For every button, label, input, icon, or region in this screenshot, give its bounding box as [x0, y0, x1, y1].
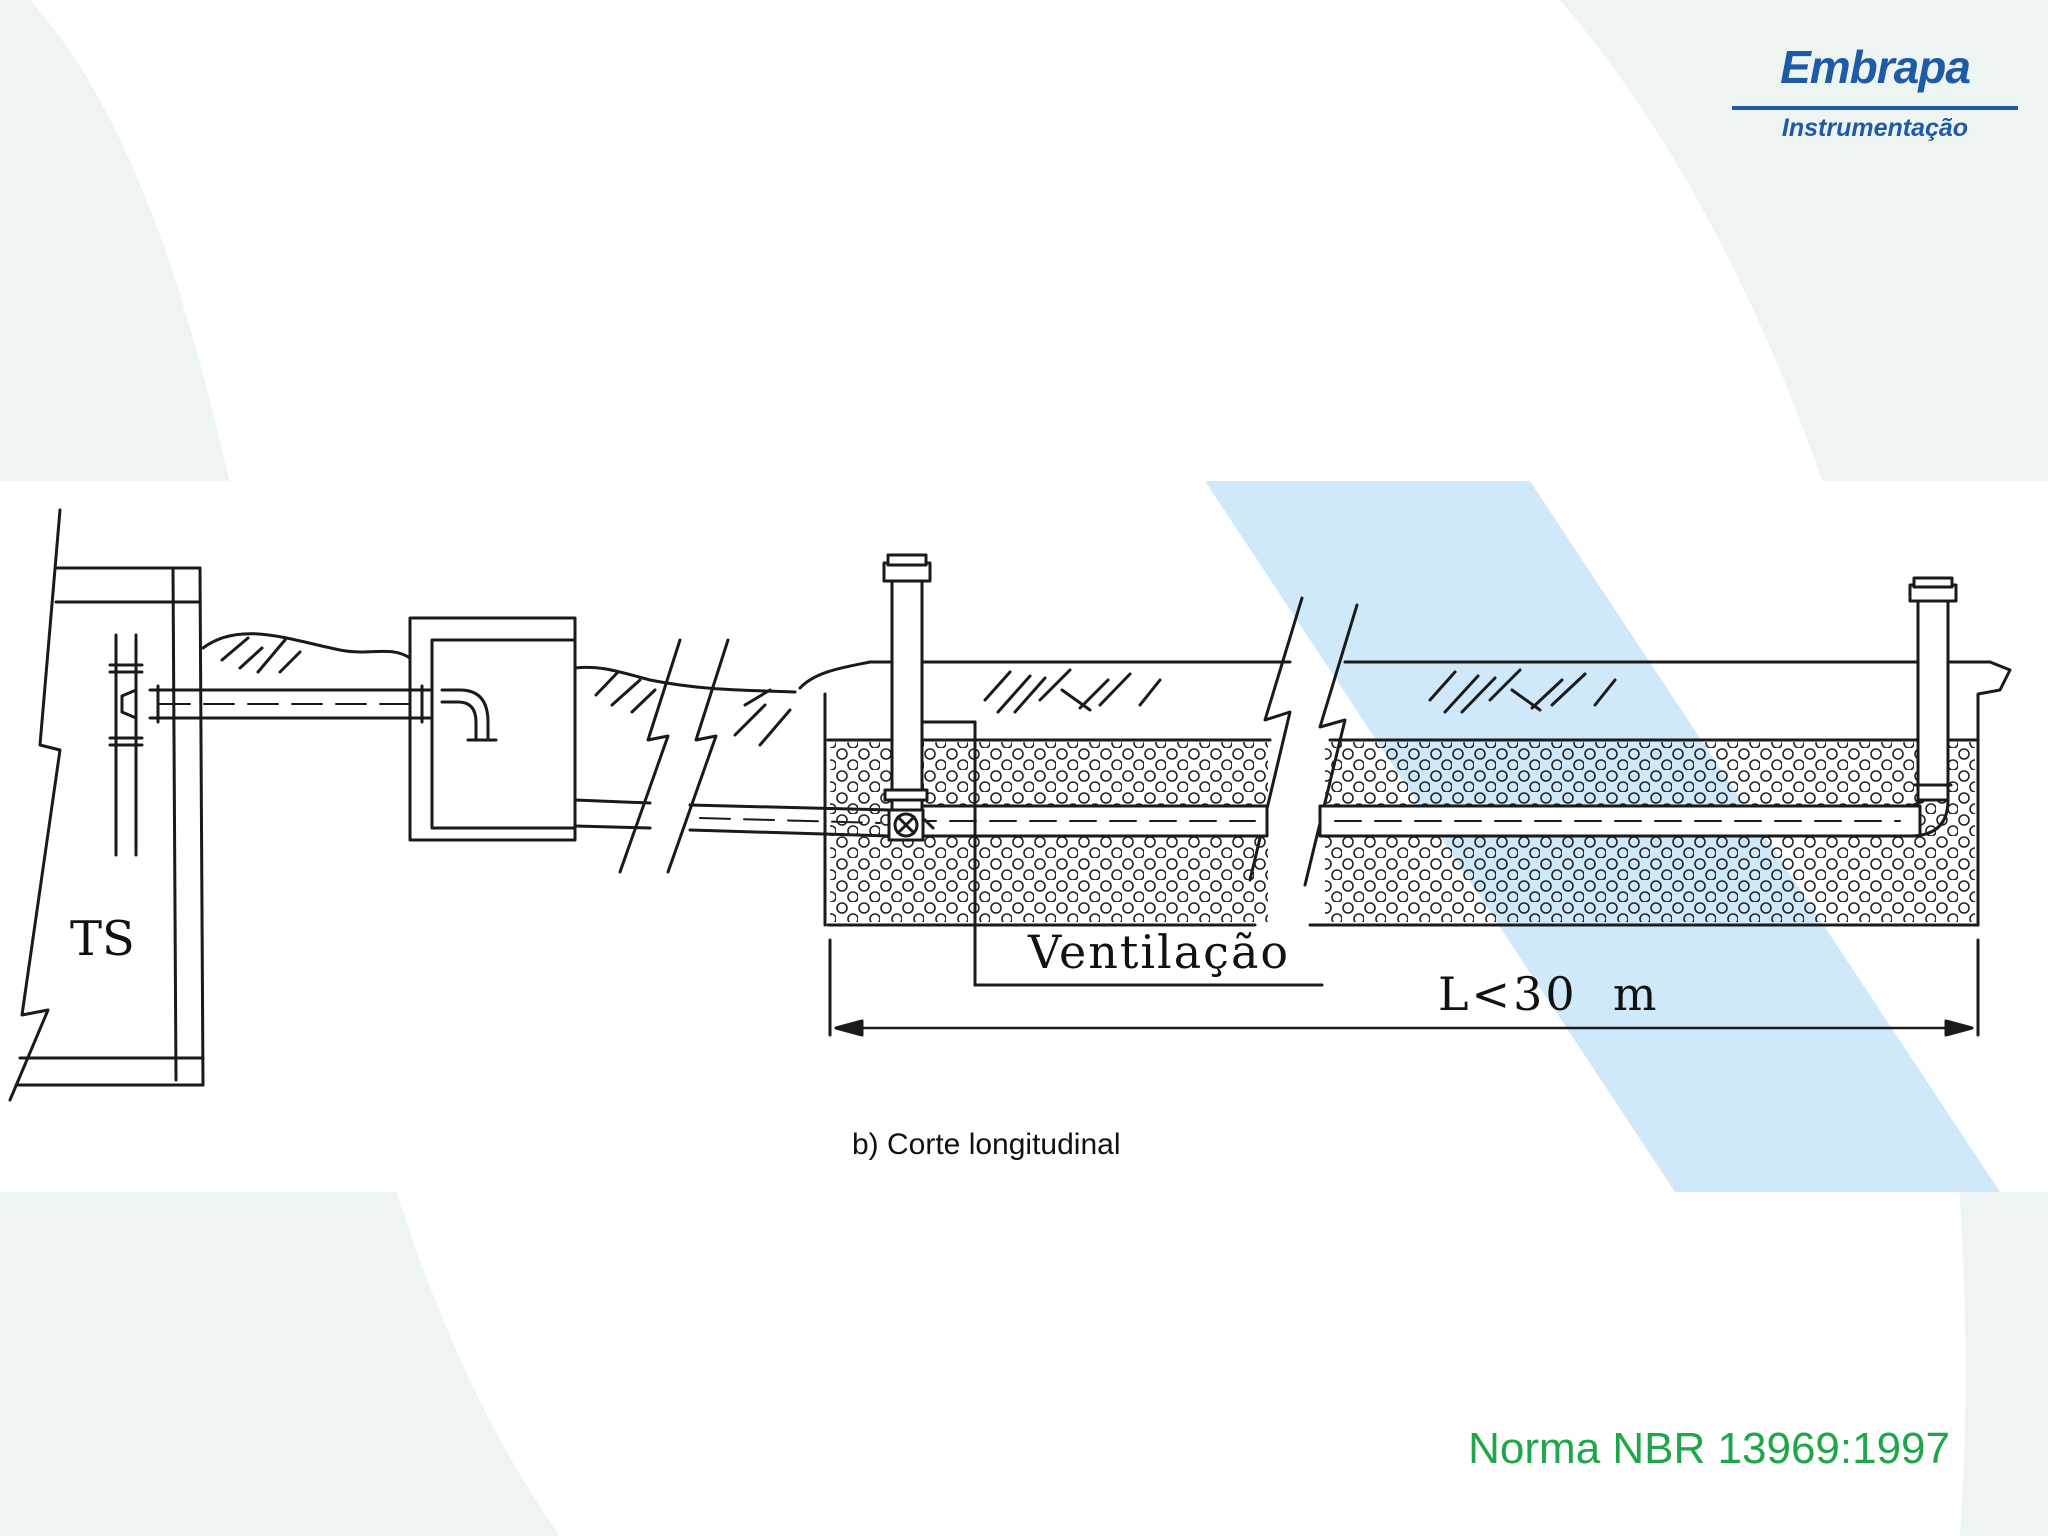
embrapa-logo: Embrapa Instrumentação: [1730, 40, 2020, 150]
vent-pipe-left: [882, 553, 935, 842]
infiltration-trench: [798, 660, 2012, 927]
perforated-pipe: [893, 773, 1950, 838]
longitudinal-section-diagram: TS Ventilação L<30 m: [8, 508, 2012, 1102]
logo-rule: [1732, 106, 2018, 110]
outlet-pipe: [148, 684, 432, 724]
distribution-box: [408, 616, 577, 842]
length-dimension: [828, 938, 1980, 1037]
logo-brand: Embrapa: [1780, 41, 1971, 93]
standard-reference: Norma NBR 13969:1997: [1468, 1424, 1950, 1473]
figure-caption: b) Corte longitudinal: [852, 1128, 1121, 1161]
length-label: L<30 m: [1438, 967, 1660, 1021]
septic-tank-label: TS: [70, 911, 135, 967]
vent-pipe-right: [1908, 576, 1958, 802]
ground-surface-left: [201, 632, 797, 747]
logo-unit: Instrumentação: [1781, 114, 1969, 142]
septic-tank: [8, 508, 205, 1102]
ventilation-label: Ventilação: [1027, 925, 1290, 979]
ventilation-leader: [920, 720, 1324, 987]
soil-hatch-trench: [983, 668, 1617, 714]
